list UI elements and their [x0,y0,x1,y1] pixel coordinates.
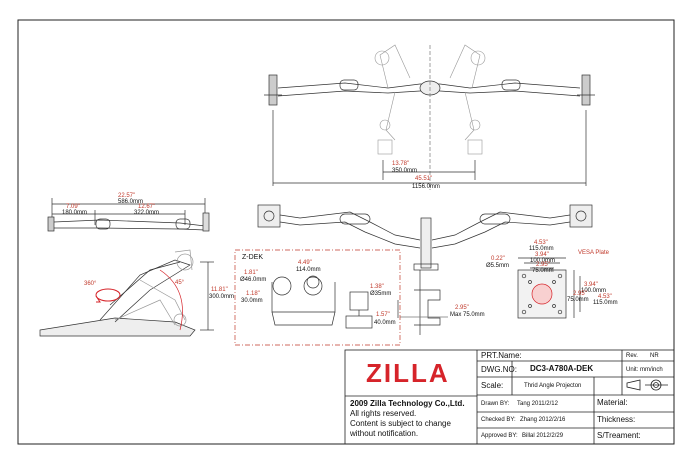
zdek-dia-in: 1.81" [244,270,258,276]
projection-text: Thrid Angle Projecton [524,383,582,389]
clamp-max-in: 2.95" [455,305,469,311]
side-d3-mm: 322.0mm [134,210,160,216]
approved-by-value: Billal 2012/2/29 [522,433,564,439]
top-d2-mm: 1156.0mm [412,184,440,190]
top-view [264,44,595,190]
vesa-w1-mm: 115.0mm [529,246,554,252]
top-d1-in: 13.78" [392,161,410,167]
vesa-w3-mm: 75.0mm [532,268,554,274]
side-view [47,198,210,232]
side-d3-in: 12.67" [138,204,156,210]
top-d1-mm: 350.0mm [392,168,418,174]
vesa-hole-mm: Ø5.5mm [486,263,510,269]
company-line-2: Content is subject to change [350,419,451,428]
vesa-h2-mm: 75.0mm [567,297,589,303]
title-block [344,349,675,445]
vesa-h2-in: 2.95" [573,291,587,297]
top-d2-in: 45.51" [415,176,433,182]
vesa-plate-view [517,257,581,319]
checked-by-value: Zhang 2012/2/16 [520,417,566,423]
company-line-3: without notification. [350,429,419,438]
zilla-logo: ZILLA [366,358,450,388]
material-label: Material: [597,398,628,407]
vesa-w3-in: 2.95" [536,262,550,268]
tilt-view [39,249,214,337]
vesa-w2-mm: 100.0mm [530,258,556,264]
front-view [257,204,593,335]
company-line-1: All rights reserved. [350,409,417,418]
zdek-title: Z-DEK [242,254,263,261]
zdek-view [234,249,401,346]
drawn-by-value: Tang 2011/2/12 [517,401,558,407]
checked-by-label: Checked BY: [481,417,516,423]
copyright-text: 2009 Zilla Technology Co.,Ltd. [350,399,465,408]
rev-value: NR [650,353,659,359]
tilt-h-mm: 300.0mm [209,294,235,300]
thickness-label: Thickness: [597,415,636,424]
zdek-w-in: 4.49" [298,260,312,266]
tilt-angle: 45° [175,280,185,286]
vesa-hole-in: 0.22" [491,256,505,262]
unit-label: Unit: mm/inch [626,367,663,373]
approved-by-label: Approved BY: [481,433,518,439]
side-d1-in: 22.57" [118,193,136,199]
tilt-h-in: 11.81" [211,287,228,293]
vesa-title: VESA Plate [578,250,610,256]
sheet-border [17,19,675,445]
zdek-w-mm: 114.0mm [296,267,321,273]
drawn-by-label: Drawn BY: [481,401,510,407]
dwg-no-label: DWG.NO: [481,365,517,374]
zdek-h-in: 1.18" [246,291,260,297]
side-d2-in: 7.09" [66,204,80,210]
zdek-t-in: 1.57" [376,312,390,318]
vesa-h3-mm: 115.0mm [593,300,618,306]
rev-label: Rev. [626,353,638,359]
clamp-max-mm: Max 75.0mm [450,312,485,318]
vesa-h1-mm: 100.0mm [581,288,607,294]
zdek-t-mm: 40.0mm [374,320,396,326]
vesa-w1-in: 4.53" [534,240,548,246]
prt-name-label: PRT.Name: [481,351,522,360]
scale-label: Scale: [481,381,504,390]
vesa-h3-in: 4.53" [598,294,612,300]
side-d2-mm: 180.0mm [62,210,88,216]
zdek-r-mm: Ø35mm [370,291,392,297]
zdek-dia-mm: Ø46.0mm [240,277,267,283]
dwg-no-value: DC3-A780A-DEK [530,364,594,373]
zdek-h-mm: 30.0mm [241,298,263,304]
vesa-w2-in: 3.94" [535,252,549,258]
side-d1-mm: 586.0mm [118,199,144,205]
treatment-label: S/Treament: [597,431,641,440]
tilt-rotation: 360° [84,281,97,287]
zdek-r-in: 1.38" [370,284,384,290]
vesa-h1-in: 3.94" [584,282,598,288]
